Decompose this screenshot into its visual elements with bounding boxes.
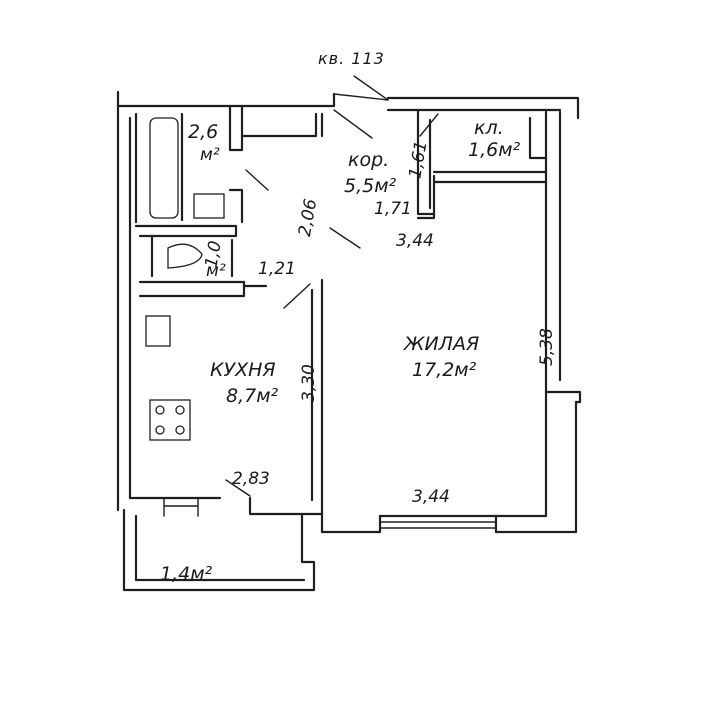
- fixtures: [145, 117, 225, 441]
- kitchen-area: 8,7м²: [226, 385, 279, 407]
- corridor-name: кор.: [348, 149, 389, 171]
- interior-walls: [134, 93, 548, 497]
- bathroom-unit: м²: [200, 145, 220, 165]
- balcony: [122, 497, 316, 592]
- burner-icon: [175, 405, 185, 415]
- dim-kitchen-height: 3,30: [299, 364, 319, 402]
- toilet-bowl: [167, 243, 203, 269]
- toilet-area: 1,0: [201, 239, 225, 269]
- living-area: 17,2м²: [412, 359, 477, 381]
- apartment-label: кв. 113: [318, 49, 385, 68]
- closet-name: кл.: [474, 117, 504, 139]
- dim-living-top: 3,44: [396, 231, 434, 251]
- corridor-area: 5,5м²: [344, 175, 397, 197]
- sink: [145, 315, 171, 347]
- balcony-area: 1,4м²: [160, 563, 213, 585]
- dim-kitchen-width: 2,83: [232, 469, 270, 489]
- dim-living-height: 5,38: [537, 328, 557, 366]
- dim-corridor-width: 2,06: [295, 197, 321, 238]
- washbasin: [193, 193, 225, 219]
- burner-icon: [155, 405, 165, 415]
- kitchen-name: КУХНЯ: [210, 359, 276, 381]
- living-name: ЖИЛАЯ: [403, 333, 479, 355]
- dim-corridor-depth: 1,71: [374, 199, 412, 219]
- exterior-walls: [116, 90, 582, 534]
- dim-toilet-door: 1,21: [258, 259, 296, 279]
- dim-closet-width: 1,61: [405, 139, 431, 180]
- bathroom-area: 2,6: [188, 121, 218, 143]
- bathtub: [149, 117, 179, 219]
- dim-living-bottom: 3,44: [412, 487, 450, 507]
- burner-icon: [155, 425, 165, 435]
- closet-area: 1,6м²: [468, 139, 521, 161]
- stove: [149, 399, 191, 441]
- toilet-unit: м²: [206, 261, 226, 281]
- burner-icon: [175, 425, 185, 435]
